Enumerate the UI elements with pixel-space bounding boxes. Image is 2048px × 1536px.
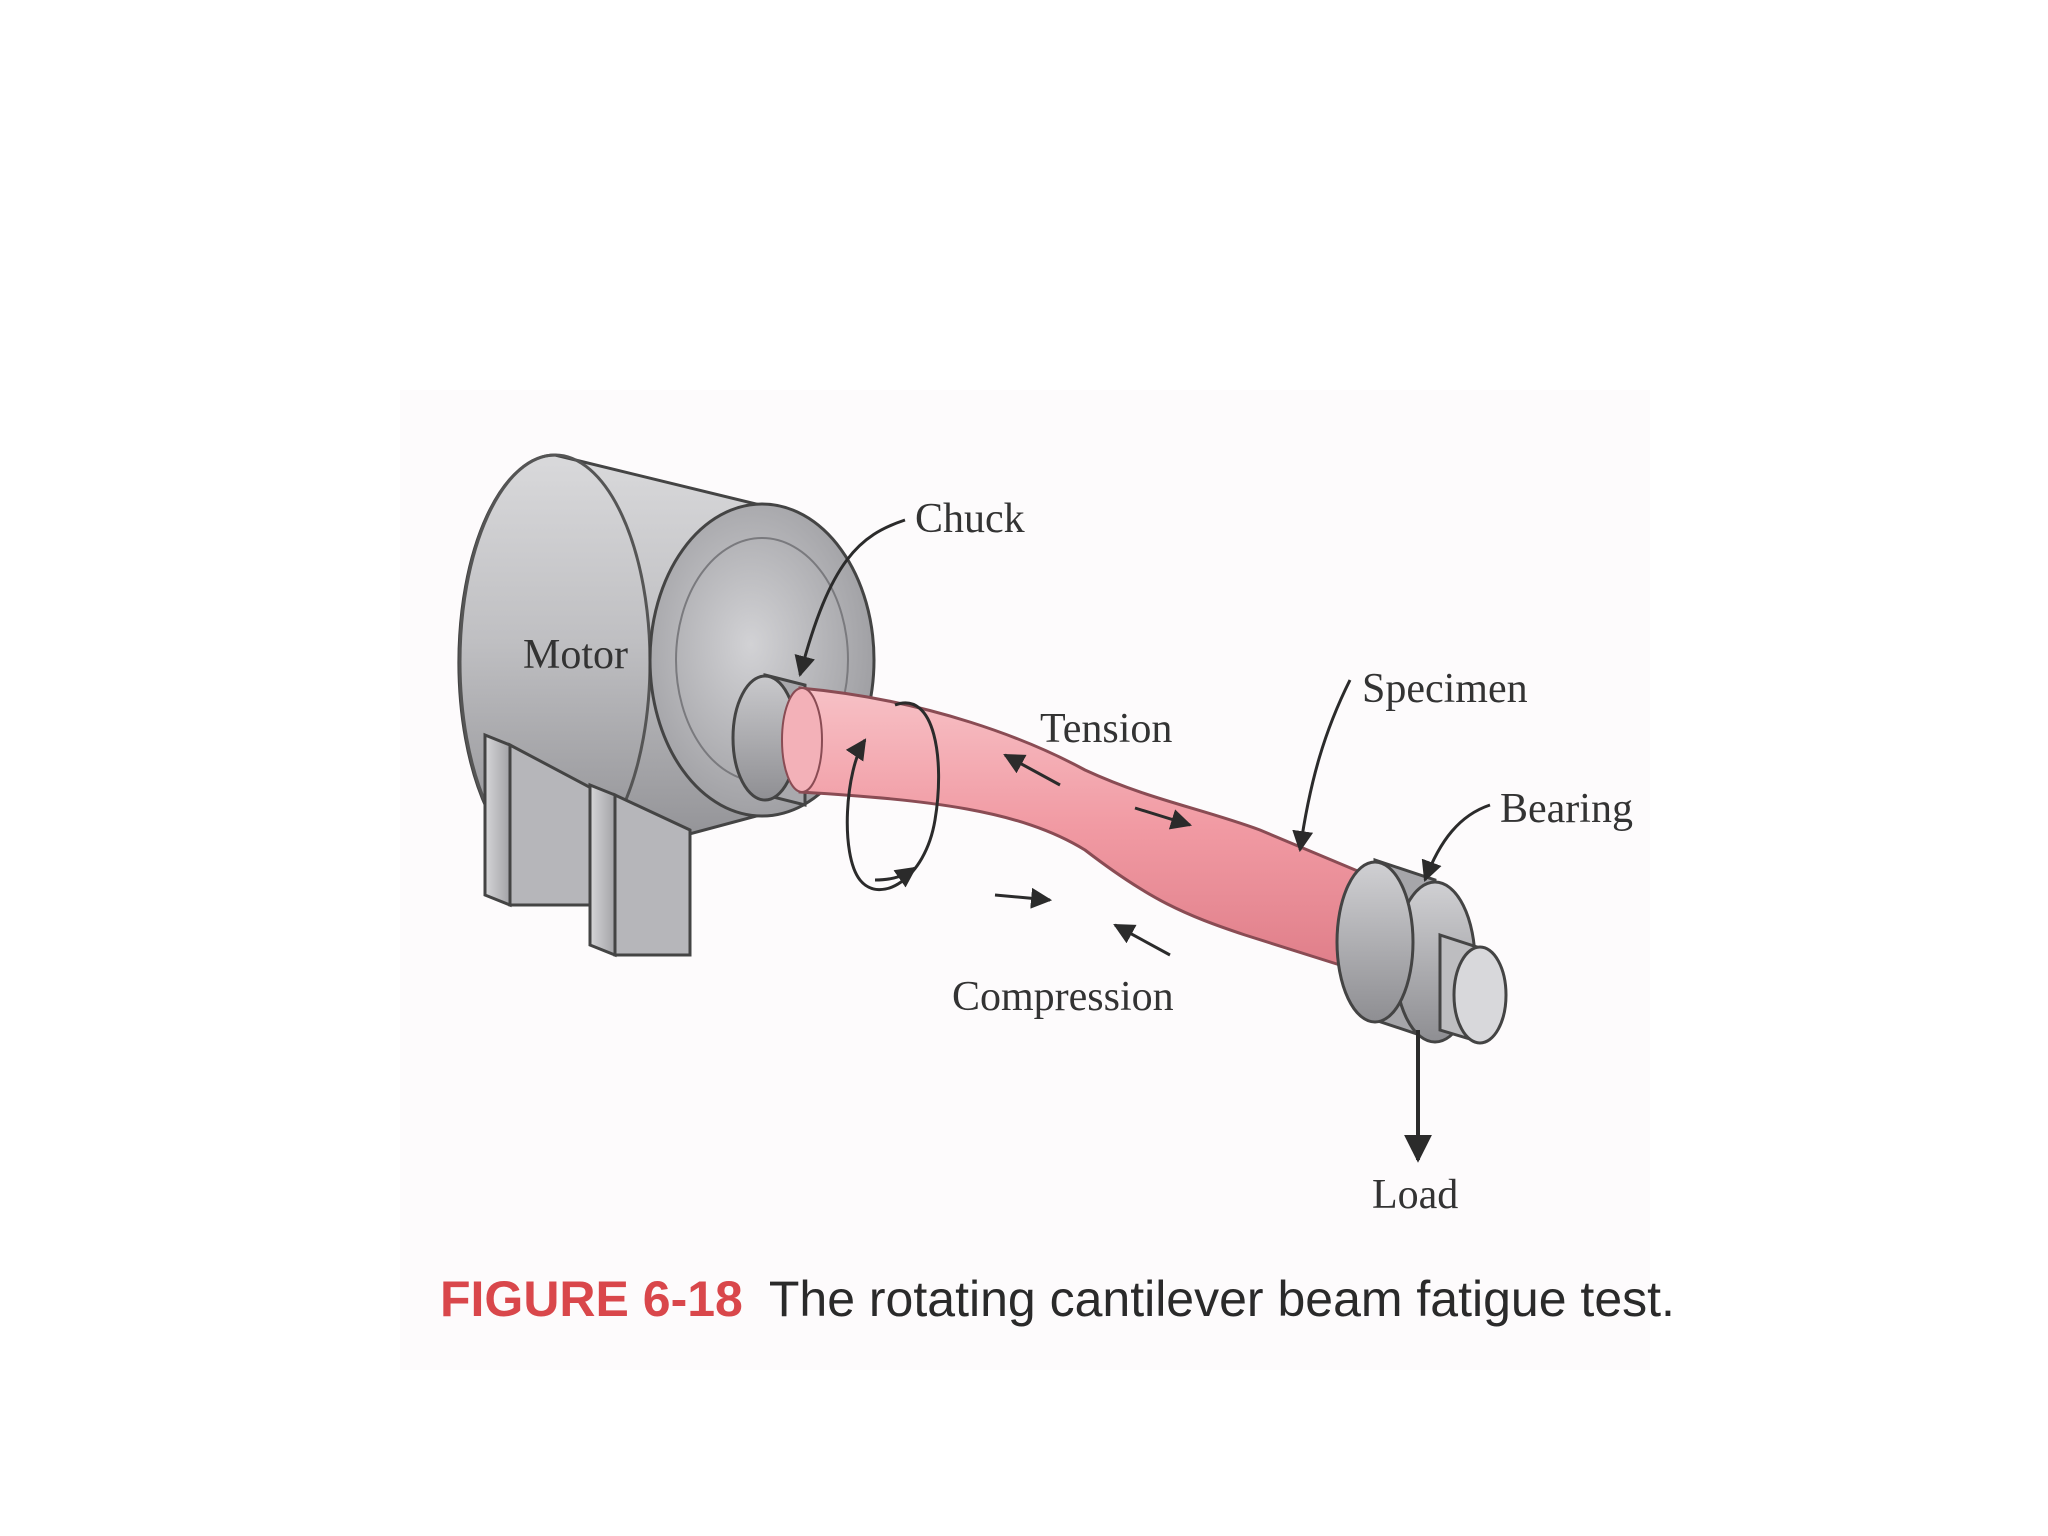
figure-number: FIGURE 6-18 [440, 1271, 743, 1327]
figure-caption-text: The rotating cantilever beam fatigue tes… [768, 1271, 1675, 1327]
load-label: Load [1372, 1172, 1458, 1218]
bearing [1335, 857, 1508, 1045]
bearing-leader [1421, 803, 1491, 882]
tension-arrow-left [1003, 753, 1061, 787]
rotation-arrow-lower [874, 866, 917, 888]
compression-arrow-right [994, 887, 1053, 909]
tension-label: Tension [1040, 706, 1172, 752]
specimen-leader [1292, 679, 1352, 853]
chuck-label: Chuck [915, 496, 1025, 542]
tension-arrow-right [1134, 806, 1193, 830]
bearing-label: Bearing [1500, 786, 1633, 832]
motor-label: Motor [523, 632, 628, 678]
specimen-label: Specimen [1362, 666, 1528, 712]
compression-label: Compression [952, 974, 1174, 1020]
specimen [781, 686, 1362, 967]
compression-arrow-left [1113, 923, 1171, 957]
figure-caption: FIGURE 6-18 The rotating cantilever beam … [440, 1270, 1675, 1328]
chuck-leader [794, 518, 906, 678]
